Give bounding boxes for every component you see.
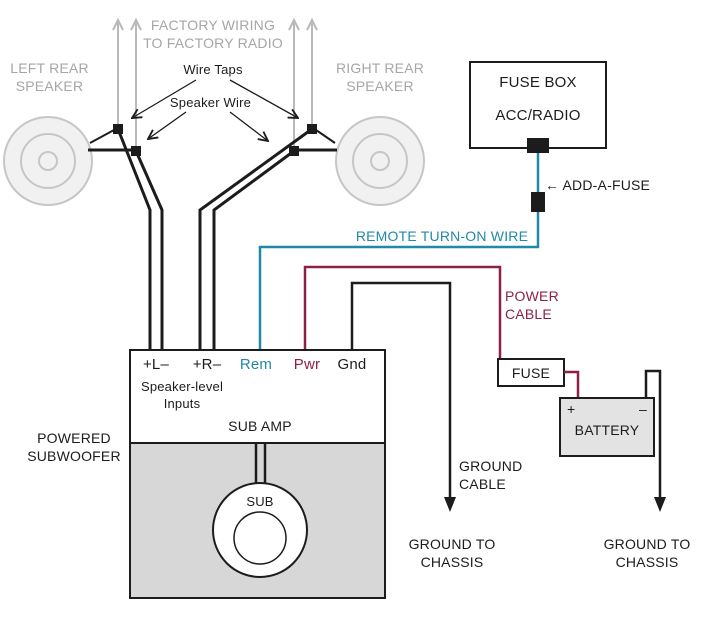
- speaker-wire-left-plus: [116, 128, 152, 350]
- ground-cable-label: GROUND CABLE: [459, 457, 539, 493]
- speaker-level-line2: Inputs: [163, 395, 201, 411]
- speaker-wire-label: Speaker Wire: [169, 95, 252, 110]
- powered-subwoofer-line1: POWERED: [37, 430, 111, 446]
- annotation-arrows: [132, 79, 298, 141]
- speaker-level-inputs-label: Speaker-level Inputs: [132, 379, 232, 413]
- gtc-batt-line1: GROUND TO: [603, 536, 691, 552]
- gtc-amp-line2: CHASSIS: [420, 554, 484, 571]
- gtc-amp-line1: GROUND TO: [408, 536, 496, 552]
- power-cable-label: POWER CABLE: [505, 287, 575, 323]
- gtc-batt-line2: CHASSIS: [615, 554, 679, 571]
- ground-arrow-icon: [444, 497, 456, 512]
- speaker-wire-arrow-right: [229, 111, 268, 141]
- wire-tap-icon: [307, 124, 317, 134]
- inline-fuse-label: FUSE: [511, 365, 551, 381]
- fuse-box: [469, 61, 607, 149]
- add-a-fuse-icon: [531, 192, 545, 212]
- right-speaker-lead-2: [315, 129, 336, 144]
- up-arrow-icon: [130, 17, 142, 31]
- ground-to-chassis-battery-label: GROUND TO CHASSIS: [593, 535, 701, 571]
- left-rear-speaker-label: LEFT REAR SPEAKER: [2, 59, 97, 95]
- ground-cable-line2: CABLE: [459, 476, 506, 493]
- battery-plus-terminal: +: [567, 401, 576, 417]
- right-rear-speaker-icon: [335, 116, 425, 206]
- ground-cable-line1: GROUND: [459, 458, 523, 474]
- acc-radio-label: ACC/RADIO: [495, 107, 581, 124]
- speaker-wire-left-minus: [134, 150, 164, 350]
- add-a-fuse-label: ← ADD-A-FUSE: [545, 177, 651, 193]
- amp-to-sub-leads: [254, 443, 267, 483]
- left-speaker-lead-2: [89, 129, 115, 144]
- powered-subwoofer-line2: SUBWOOFER: [27, 448, 121, 465]
- sub-amp-label: SUB AMP: [228, 418, 292, 434]
- terminal-right-input: +R–: [192, 356, 222, 373]
- left-speaker-line2: SPEAKER: [15, 78, 84, 95]
- power-cable-to-battery-path: [564, 370, 580, 398]
- left-speaker-line1: LEFT REAR: [10, 60, 89, 76]
- factory-wiring-line2: TO FACTORY RADIO: [143, 35, 283, 52]
- amp-ground-cable-path: [350, 281, 452, 498]
- powered-subwoofer-label: POWERED SUBWOOFER: [18, 429, 130, 465]
- fuse-box-title: FUSE BOX: [499, 74, 577, 91]
- battery-box: [559, 397, 655, 457]
- power-cable-path: [303, 265, 502, 359]
- wire-tap-icon: [113, 124, 123, 134]
- wire-taps: [113, 124, 317, 156]
- ground-to-chassis-amp-label: GROUND TO CHASSIS: [398, 535, 506, 571]
- battery-ground-wire-path: [644, 369, 662, 498]
- up-arrow-icon: [288, 17, 300, 31]
- wire-tap-icon: [131, 146, 141, 156]
- power-cable-line1: POWER: [505, 288, 559, 304]
- factory-wires: [112, 17, 318, 151]
- left-rear-speaker-icon: [3, 116, 93, 206]
- speaker-wires: [88, 127, 337, 350]
- factory-wiring-label: FACTORY WIRING TO FACTORY RADIO: [138, 16, 288, 52]
- right-rear-speaker-label: RIGHT REAR SPEAKER: [330, 59, 430, 95]
- up-arrow-icon: [112, 17, 124, 31]
- sub-driver-label: SUB: [246, 494, 274, 509]
- ground-arrow-icon: [654, 497, 666, 512]
- speaker-wire-right-minus: [212, 149, 295, 350]
- speaker-level-line1: Speaker-level: [140, 379, 224, 394]
- terminal-remote: Rem: [239, 356, 273, 373]
- wire-taps-arrow-right: [229, 79, 298, 118]
- wire-tap-icon: [289, 146, 299, 156]
- wire-taps-arrow-left: [132, 79, 197, 118]
- power-cable-line2: CABLE: [505, 306, 552, 323]
- speaker-wire-arrow-left: [148, 111, 187, 139]
- fuse-socket-icon: [527, 138, 549, 153]
- remote-turn-on-wire-label: REMOTE TURN-ON WIRE: [355, 228, 529, 244]
- right-speaker-line1: RIGHT REAR: [335, 60, 425, 76]
- terminal-ground: Gnd: [337, 356, 367, 373]
- terminal-left-input: +L–: [142, 356, 170, 373]
- right-speaker-line2: SPEAKER: [346, 78, 414, 95]
- wire-taps-label: Wire Taps: [183, 62, 243, 77]
- factory-wiring-line1: FACTORY WIRING: [150, 17, 276, 33]
- battery-minus-terminal: –: [639, 401, 647, 417]
- speaker-wire-right-plus: [198, 127, 313, 350]
- subwoofer-driver-icon: [212, 482, 308, 578]
- terminal-power: Pwr: [293, 356, 321, 373]
- battery-label: BATTERY: [574, 422, 640, 438]
- up-arrow-icon: [306, 17, 318, 31]
